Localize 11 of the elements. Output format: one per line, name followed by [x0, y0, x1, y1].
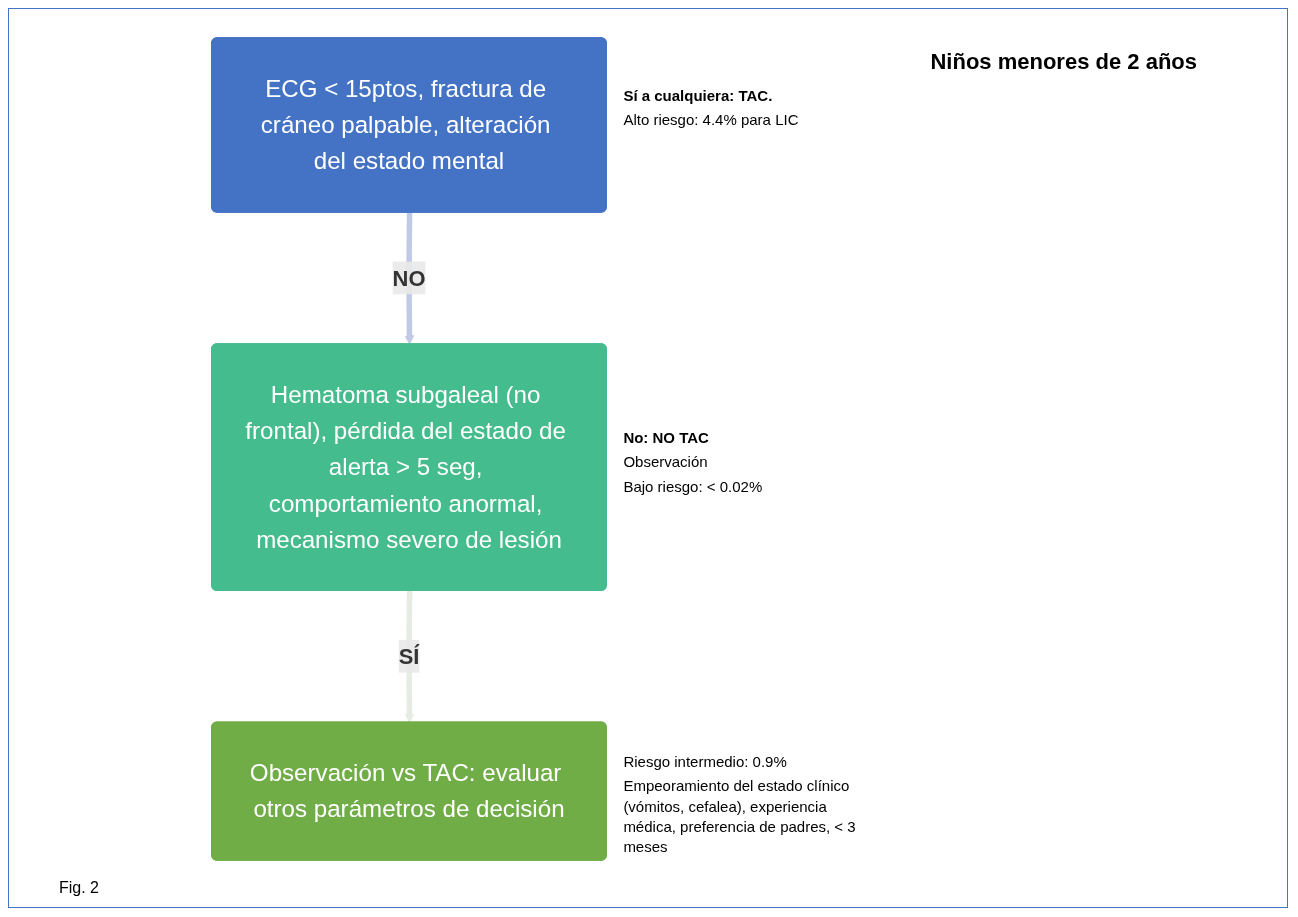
node-note: Observación — [623, 452, 709, 473]
node-note: Empeoramiento del estado clínico (vómitos, cefalea), experiencia médica, preferencia de padres, < 3 meses — [623, 776, 857, 858]
node-note: Alto riesgo: 4.4% para LIC — [623, 110, 800, 131]
diagram-title: Niños menores de 2 años — [930, 49, 1197, 75]
node-note: Sí a cualquiera: TAC. — [623, 85, 774, 106]
node-note: Riesgo intermedio: 0.9% — [623, 752, 788, 773]
figure-caption: Fig. 2 — [59, 879, 99, 897]
edge-label: NO — [392, 265, 426, 290]
node-note: No: NO TAC — [623, 428, 710, 449]
node-note: Bajo riesgo: < 0.02% — [623, 476, 764, 497]
edge-label: SÍ — [398, 644, 420, 669]
